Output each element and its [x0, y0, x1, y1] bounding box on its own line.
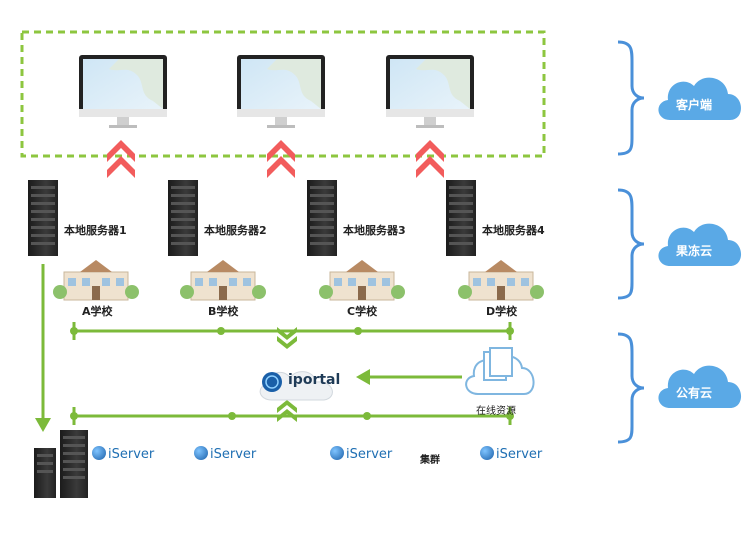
- cloud-public-icon: [658, 365, 742, 408]
- cloud-cloud-icon: [658, 223, 742, 266]
- server-rack-2: [168, 180, 198, 256]
- server-rack-3: [307, 180, 337, 256]
- cloud-client-icon: [658, 77, 742, 120]
- server-label-3: 本地服务器3: [343, 224, 406, 237]
- school-building-a: [53, 260, 139, 301]
- monitor-3: [386, 55, 474, 128]
- iserver-logo-3: iServer: [330, 446, 392, 462]
- up-arrow-1: [107, 140, 135, 178]
- up-arrow-3: [416, 140, 444, 178]
- school-label-d: D学校: [486, 305, 518, 318]
- iserver-globe-icon: [194, 446, 208, 460]
- up-chevron-bottom: [277, 400, 297, 422]
- brace-public: [617, 332, 645, 444]
- online-resource-label: 在线资源: [476, 406, 516, 417]
- client-area-border: [20, 30, 546, 158]
- school-label-c: C学校: [347, 305, 378, 318]
- iserver-globe-icon: [330, 446, 344, 460]
- school-building-c: [319, 260, 405, 301]
- server-rack-1: [28, 180, 58, 256]
- resource-to-iportal-arrow: [356, 369, 462, 385]
- iserver-logo-1: iServer: [92, 446, 154, 462]
- server-label-1: 本地服务器1: [64, 224, 127, 237]
- layer-label-public: 公有云: [675, 386, 712, 400]
- server-rack-4: [446, 180, 476, 256]
- brace-client: [617, 40, 645, 156]
- school-building-d: [458, 260, 544, 301]
- layer-label-cloud: 果冻云: [675, 244, 712, 258]
- cluster-label: 集群: [420, 455, 440, 466]
- iportal-label: iportal: [288, 372, 341, 388]
- school-building-b: [180, 260, 266, 301]
- monitor-2: [237, 55, 325, 128]
- iserver-globe-icon: [92, 446, 106, 460]
- school-label-a: A学校: [82, 305, 113, 318]
- server-to-cluster-arrow: [35, 264, 51, 432]
- server-label-4: 本地服务器4: [482, 224, 545, 237]
- document-cloud-icon: [465, 347, 535, 395]
- server-bus-nodes: [70, 412, 514, 420]
- monitor-1: [79, 55, 167, 128]
- layer-label-client: 客户端: [675, 98, 712, 112]
- up-arrow-2: [267, 140, 295, 178]
- down-chevron-top: [277, 327, 297, 349]
- iserver-logo-2: iServer: [194, 446, 256, 462]
- server-label-2: 本地服务器2: [204, 224, 267, 237]
- school-label-b: B学校: [208, 305, 239, 318]
- school-bus-nodes: [70, 327, 514, 335]
- iserver-logo-4: iServer: [480, 446, 542, 462]
- brace-cloud: [617, 188, 645, 300]
- cluster-servers: [34, 430, 88, 498]
- iserver-globe-icon: [480, 446, 494, 460]
- iportal-cloud: [259, 371, 333, 401]
